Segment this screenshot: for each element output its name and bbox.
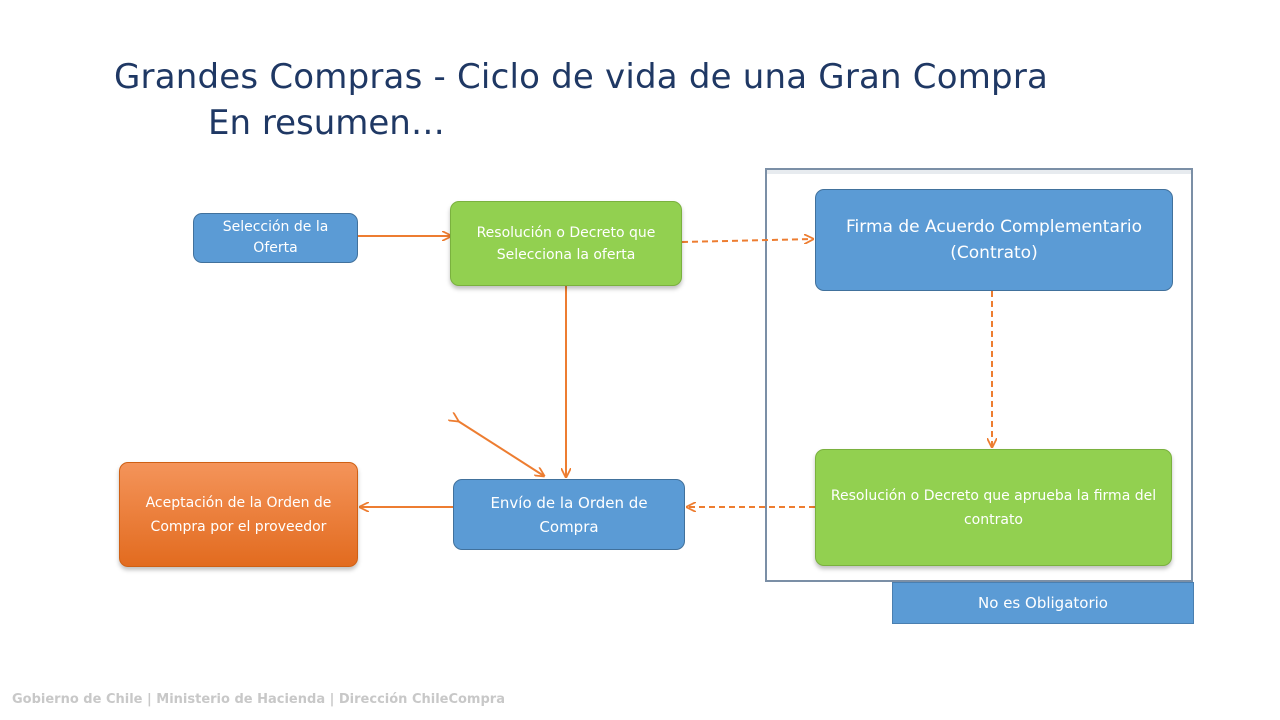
slide-title: Grandes Compras - Ciclo de vida de una G… — [114, 57, 1049, 97]
footer-text: Gobierno de Chile | Ministerio de Hacien… — [12, 692, 505, 707]
arrow-stray-double — [458, 421, 544, 476]
optional-tag: No es Obligatorio — [892, 582, 1194, 624]
arrow-resolucion-to-firma — [681, 239, 813, 242]
node-resolucion-aprueba-label: Resolución o Decreto que aprueba la firm… — [830, 487, 1157, 528]
node-envio-orden[interactable]: Envío de la Orden de Compra — [453, 479, 685, 550]
node-seleccion-label: Selección de la Oferta — [222, 219, 329, 256]
node-resolucion-aprueba[interactable]: Resolución o Decreto que aprueba la firm… — [815, 449, 1172, 566]
node-firma-label: Firma de Acuerdo Complementario (Contrat… — [846, 217, 1142, 263]
node-resolucion-selecciona[interactable]: Resolución o Decreto que Selecciona la o… — [450, 201, 682, 286]
slide-subtitle: En resumen… — [208, 103, 445, 143]
node-envio-label: Envío de la Orden de Compra — [490, 493, 648, 536]
node-aceptacion-label: Aceptación de la Orden de Compra por el … — [145, 494, 332, 535]
node-firma-acuerdo[interactable]: Firma de Acuerdo Complementario (Contrat… — [815, 189, 1173, 291]
node-aceptacion-orden[interactable]: Aceptación de la Orden de Compra por el … — [119, 462, 358, 567]
node-seleccion-oferta[interactable]: Selección de la Oferta — [193, 213, 358, 263]
node-resolucion-selecciona-label: Resolución o Decreto que Selecciona la o… — [476, 224, 656, 263]
